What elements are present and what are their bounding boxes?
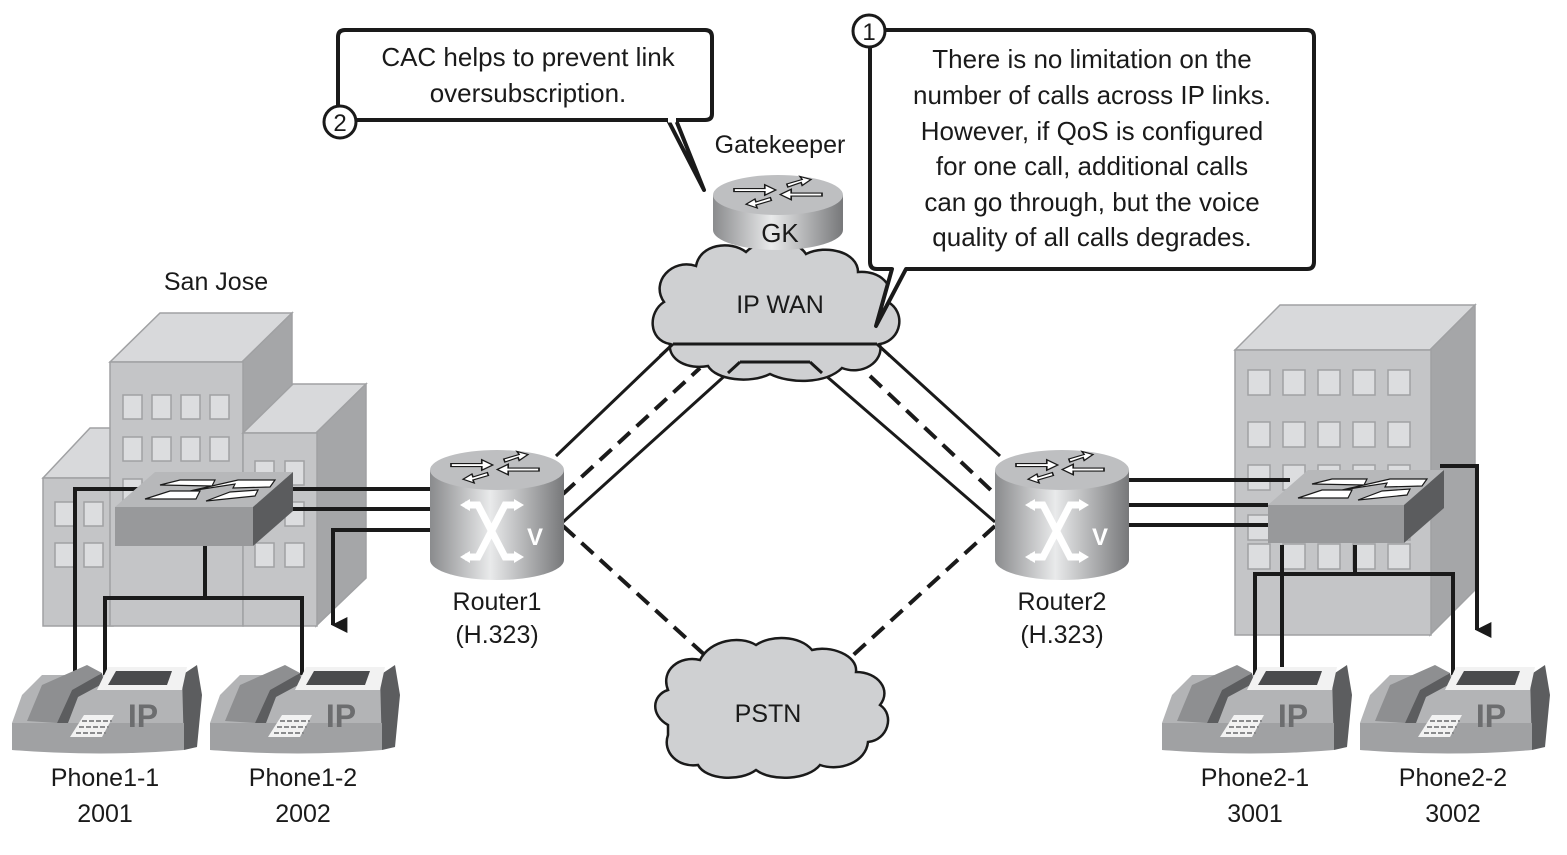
link-r2-wan-dashed xyxy=(868,374,997,496)
lan-links-right xyxy=(1128,464,1492,690)
phone-extension: 3001 xyxy=(1227,800,1283,828)
link-r1-pstn-dashed xyxy=(561,524,710,660)
window xyxy=(151,436,172,462)
callout-1-line-1: There is no limitation on the xyxy=(932,44,1251,74)
window xyxy=(180,394,201,420)
router2-voice-badge: V xyxy=(1092,524,1108,551)
window xyxy=(1282,369,1306,396)
link-r2-pstn-dashed xyxy=(848,524,997,660)
window xyxy=(122,394,143,420)
phone-name: Phone2-1 xyxy=(1201,764,1309,792)
callout-2-line-1: CAC helps to prevent link xyxy=(381,42,675,72)
callout-2: 2 CAC helps to prevent link oversubscrip… xyxy=(322,28,714,192)
ip-wan-cloud: IP WAN xyxy=(651,239,901,383)
window xyxy=(54,542,75,568)
gatekeeper-badge: GK xyxy=(761,218,799,248)
site-label-san-jose: San Jose xyxy=(164,268,268,296)
router1-protocol: (H.323) xyxy=(455,621,538,649)
router1: V xyxy=(430,450,564,580)
phone-name: Phone1-2 xyxy=(249,764,357,792)
callout-1: 1 There is no limitation on the number o… xyxy=(851,13,1316,328)
router2-name: Router2 xyxy=(1018,588,1107,616)
callout-1-line-2: number of calls across IP links. xyxy=(913,80,1271,110)
ip-phone-1: IP xyxy=(12,665,202,754)
window xyxy=(180,436,201,462)
callout-1-number-badge xyxy=(851,13,887,49)
ip-wan-label: IP WAN xyxy=(736,291,824,319)
phone-ip-badge: IP xyxy=(128,698,158,734)
router1-voice-badge: V xyxy=(527,524,543,551)
phone-ip-badge: IP xyxy=(1476,698,1506,734)
window xyxy=(122,436,143,462)
phone-name: Phone2-2 xyxy=(1399,764,1507,792)
phone-ip-badge: IP xyxy=(1278,698,1308,734)
link-r1-wan-solid-a xyxy=(554,342,675,458)
ip-phone-2: IP xyxy=(210,665,400,754)
window xyxy=(209,436,230,462)
ip-phone-3: IP xyxy=(1162,665,1352,754)
window xyxy=(1282,421,1306,448)
gatekeeper-label: Gatekeeper xyxy=(715,131,846,159)
window xyxy=(83,501,104,527)
window xyxy=(284,542,305,568)
router2: V xyxy=(995,450,1129,580)
callout-2-line-2: oversubscription. xyxy=(430,78,627,108)
link-r2-wan-solid-b xyxy=(809,360,996,524)
window xyxy=(1387,421,1411,448)
phone-extension: 2001 xyxy=(77,800,133,828)
window xyxy=(1317,421,1341,448)
switch-right xyxy=(1268,470,1444,543)
phone-ip-badge: IP xyxy=(326,698,356,734)
pstn-label: PSTN xyxy=(735,700,802,728)
pstn-cloud: PSTN xyxy=(654,636,890,780)
callout-1-line-3: However, if QoS is configured xyxy=(921,116,1264,146)
lan-links-left xyxy=(73,487,430,690)
router1-name: Router1 xyxy=(453,588,542,616)
window xyxy=(83,542,104,568)
phone-extension: 3002 xyxy=(1425,800,1481,828)
link-r1-wan-solid-b xyxy=(561,360,742,524)
window xyxy=(1282,543,1306,570)
phone-name: Phone1-1 xyxy=(51,764,159,792)
callout-1-line-6: quality of all calls degrades. xyxy=(932,222,1251,252)
link-r2-wan-solid-a xyxy=(875,342,1002,458)
window xyxy=(1247,543,1271,570)
window xyxy=(1387,369,1411,396)
wan-links xyxy=(554,342,1002,660)
phones: IP Phone1-1 2001 IP Phone1-2 2002 IP Phone2-1 30… xyxy=(12,665,1550,828)
window xyxy=(54,501,75,527)
callout-1-line-4: for one call, additional calls xyxy=(936,151,1248,181)
window xyxy=(209,394,230,420)
window xyxy=(1247,514,1271,541)
callout-2-number: 2 xyxy=(333,110,346,137)
window xyxy=(1387,543,1411,570)
window xyxy=(1317,543,1341,570)
callout-2-number-badge xyxy=(322,104,358,140)
phone-extension: 2002 xyxy=(275,800,331,828)
window xyxy=(254,542,275,568)
callout-1-line-5: can go through, but the voice xyxy=(924,187,1259,217)
ip-phone-4: IP xyxy=(1360,665,1550,754)
link-r1-wan-dashed xyxy=(561,366,702,496)
window xyxy=(151,394,172,420)
wan-bars-overlay xyxy=(658,342,892,375)
window xyxy=(1247,421,1271,448)
gatekeeper-router: GK xyxy=(713,175,843,250)
window xyxy=(1247,369,1271,396)
window xyxy=(1317,369,1341,396)
window xyxy=(1247,464,1271,491)
window xyxy=(1352,369,1376,396)
callout-1-number: 1 xyxy=(862,19,875,46)
window xyxy=(1352,421,1376,448)
router2-protocol: (H.323) xyxy=(1020,621,1103,649)
switch-left xyxy=(115,472,293,546)
